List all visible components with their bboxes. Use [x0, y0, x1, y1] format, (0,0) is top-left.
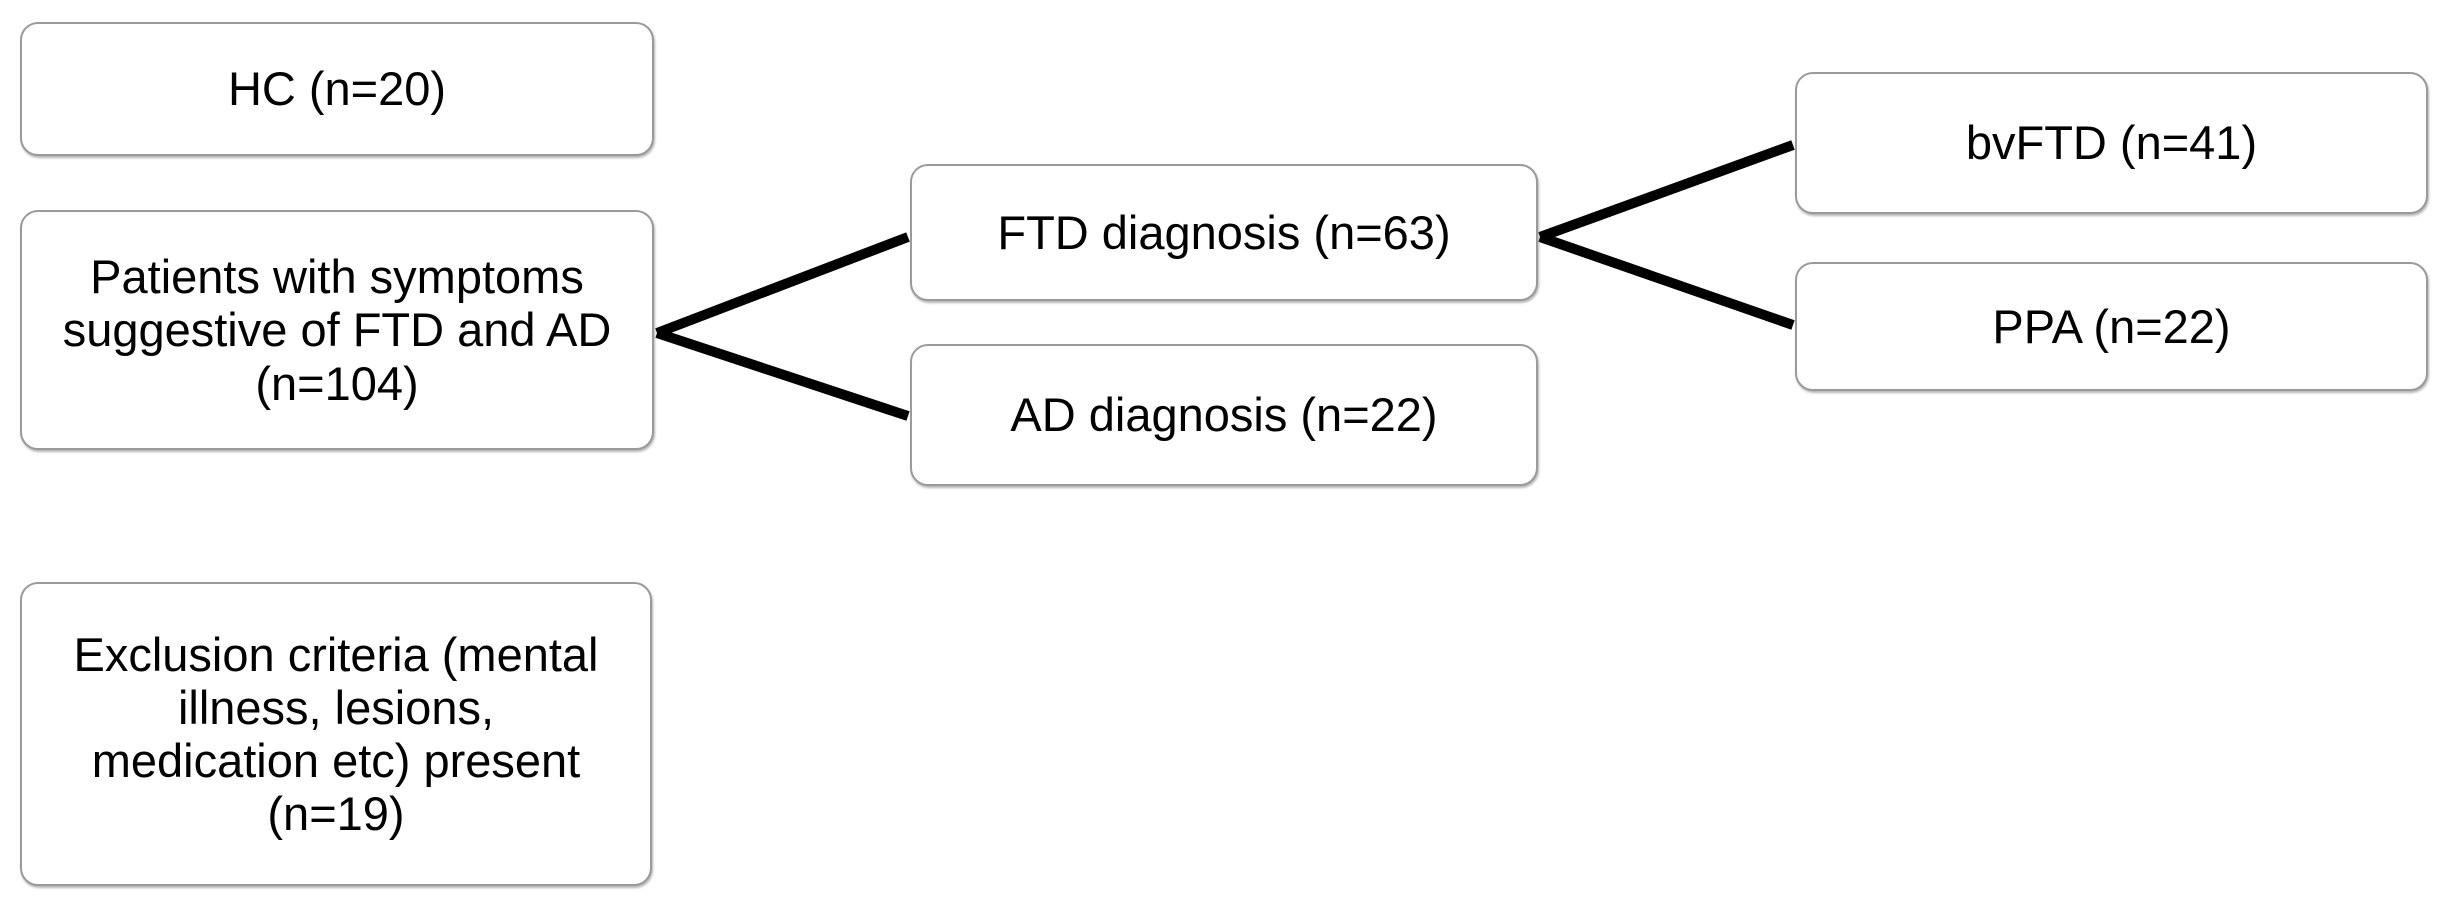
node-ftd-diagnosis[interactable]: FTD diagnosis (n=63): [910, 164, 1538, 301]
node-ad-diagnosis[interactable]: AD diagnosis (n=22): [910, 344, 1538, 486]
node-patients[interactable]: Patients with symptoms suggestive of FTD…: [20, 210, 654, 450]
connector-patients-to-ad: [655, 328, 910, 421]
connector-ftd-to-ppa: [1538, 232, 1795, 330]
node-exclusion-criteria[interactable]: Exclusion criteria (mental illness, lesi…: [20, 582, 652, 886]
node-bvftd[interactable]: bvFTD (n=41): [1795, 72, 2428, 214]
connector-patients-to-ftd: [655, 232, 910, 338]
node-ppa[interactable]: PPA (n=22): [1795, 262, 2428, 391]
node-hc[interactable]: HC (n=20): [20, 22, 654, 156]
connector-ftd-to-bvftd: [1538, 140, 1795, 242]
